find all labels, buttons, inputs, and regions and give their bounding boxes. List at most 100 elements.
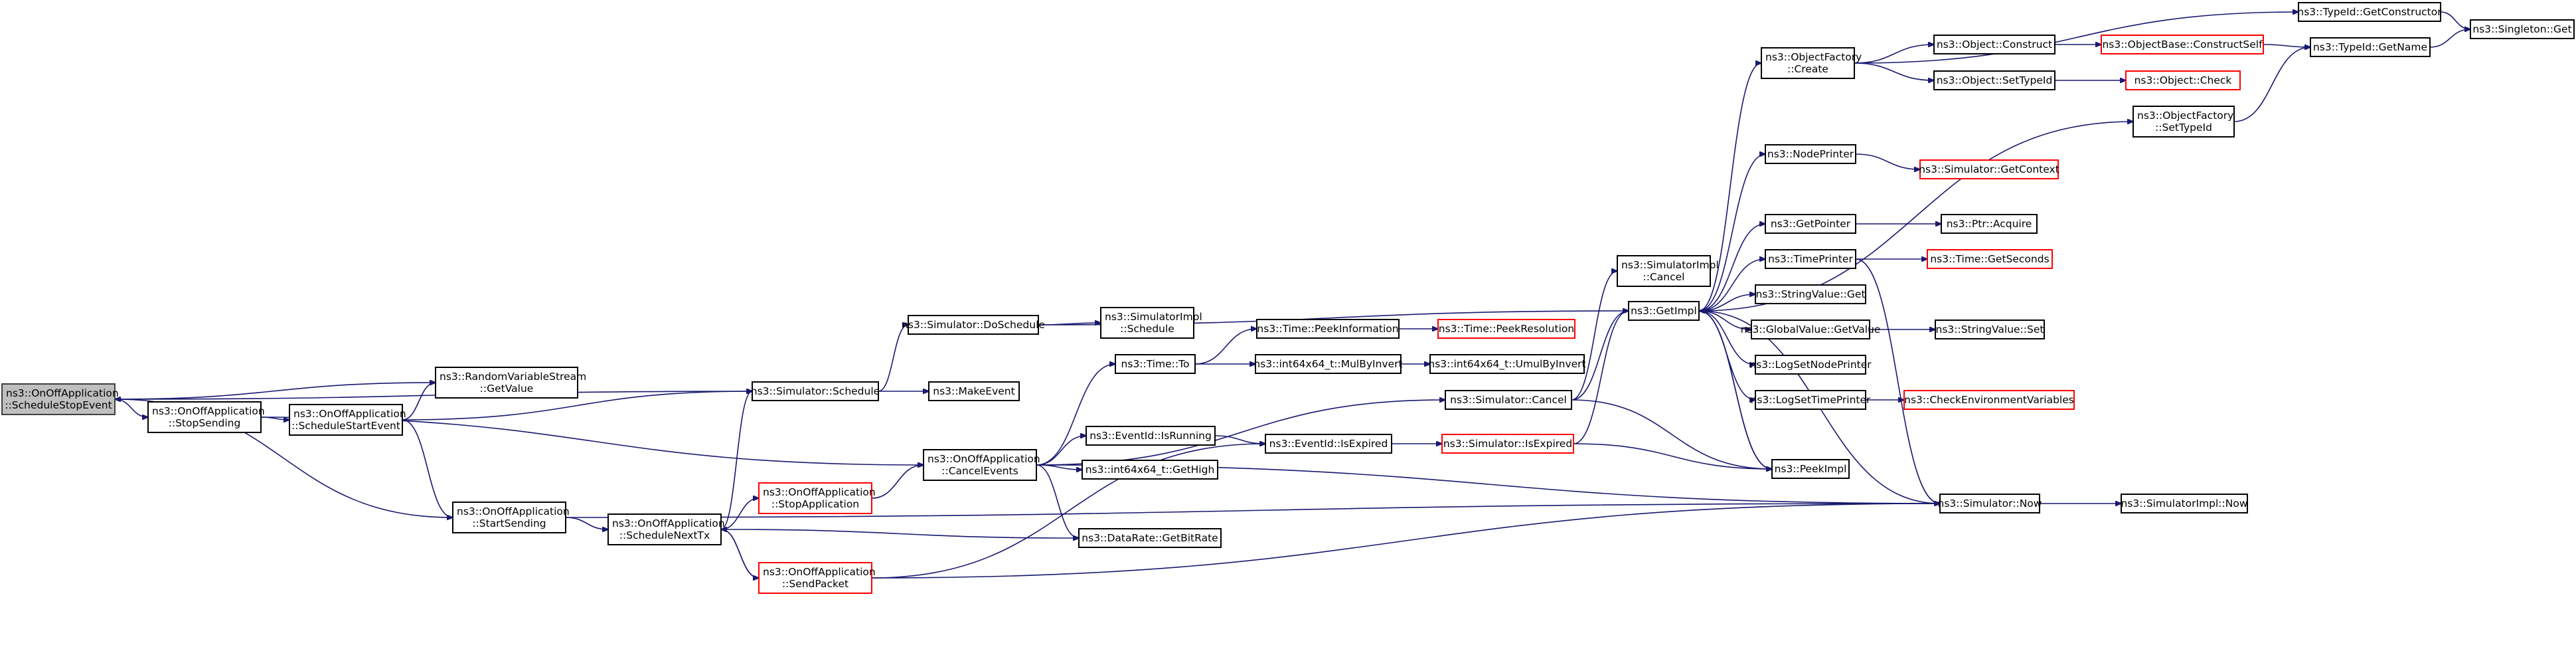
node-time-to[interactable]: ns3::Time::To bbox=[1115, 354, 1196, 374]
node-singleton-get[interactable]: ns3::Singleton::Get bbox=[2470, 19, 2575, 39]
node-sim-isexpired[interactable]: ns3::Simulator::IsExpired bbox=[1441, 434, 1574, 454]
node-onoff-stopapplication[interactable]: ns3::OnOffApplication::StopApplication bbox=[758, 482, 876, 514]
node-onoff-schedulestartevent[interactable]: ns3::OnOffApplication::ScheduleStartEven… bbox=[289, 404, 406, 436]
node-eventid-isrunning[interactable]: ns3::EventId::IsRunning bbox=[1086, 426, 1216, 446]
node-sim-doschedule[interactable]: ns3::Simulator::DoSchedule bbox=[902, 315, 1045, 335]
node-stringvalue-set[interactable]: ns3::StringValue::Set bbox=[1935, 320, 2045, 339]
node-box[interactable] bbox=[1755, 355, 1866, 375]
node-box[interactable] bbox=[2298, 2, 2441, 22]
node-box[interactable] bbox=[1078, 528, 1222, 548]
node-onoff-schedulestopevent[interactable]: ns3::OnOffApplication::ScheduleStopEvent bbox=[1, 383, 119, 415]
node-box[interactable] bbox=[1941, 214, 2038, 234]
node-datarate-getbitrate[interactable]: ns3::DataRate::GetBitRate bbox=[1078, 528, 1222, 548]
node-box[interactable] bbox=[1765, 249, 1856, 269]
node-box[interactable] bbox=[2125, 70, 2241, 90]
node-box[interactable] bbox=[1445, 390, 1572, 410]
node-box[interactable] bbox=[2310, 37, 2431, 57]
node-box[interactable] bbox=[1751, 320, 1870, 339]
node-int64-umulbyinvert[interactable]: ns3::int64x64_t::UmulByInvert bbox=[1428, 354, 1586, 374]
node-objectfactory-settypeid[interactable]: ns3::ObjectFactory::SetTypeId bbox=[2133, 106, 2235, 138]
node-getimpl[interactable]: ns3::GetImpl bbox=[1628, 301, 1700, 321]
node-box[interactable] bbox=[1115, 354, 1196, 374]
node-box[interactable] bbox=[1437, 319, 1575, 339]
node-box[interactable] bbox=[923, 449, 1037, 481]
node-typeid-getconstructor[interactable]: ns3::TypeId::GetConstructor bbox=[2297, 2, 2442, 22]
node-getpointer[interactable]: ns3::GetPointer bbox=[1765, 214, 1856, 234]
node-box[interactable] bbox=[1765, 144, 1856, 164]
node-globalvalue-getvalue[interactable]: ns3::GlobalValue::GetValue bbox=[1741, 320, 1881, 339]
node-box[interactable] bbox=[2101, 35, 2264, 54]
node-box[interactable] bbox=[1265, 434, 1392, 454]
node-box[interactable] bbox=[1255, 354, 1402, 374]
node-box[interactable] bbox=[1755, 390, 1866, 410]
node-nodeprinter[interactable]: ns3::NodePrinter bbox=[1765, 144, 1856, 164]
node-logsettimeprinter[interactable]: ns3::LogSetTimePrinter bbox=[1751, 390, 1871, 410]
node-box[interactable] bbox=[1100, 307, 1194, 339]
node-box[interactable] bbox=[1933, 35, 2055, 54]
node-checkenvironmentvariables[interactable]: ns3::CheckEnvironmentVariables bbox=[1903, 390, 2075, 410]
node-simimpl-cancel[interactable]: ns3::SimulatorImpl::Cancel bbox=[1617, 255, 1719, 287]
node-box[interactable] bbox=[1755, 284, 1866, 304]
node-time-peekinformation[interactable]: ns3::Time::PeekInformation bbox=[1256, 319, 1400, 339]
node-box[interactable] bbox=[1441, 434, 1574, 454]
node-ptr-acquire[interactable]: ns3::Ptr::Acquire bbox=[1941, 214, 2038, 234]
node-onoff-cancelevents[interactable]: ns3::OnOffApplication::CancelEvents bbox=[923, 449, 1040, 481]
node-sim-schedule[interactable]: ns3::Simulator::Schedule bbox=[751, 381, 880, 401]
node-time-peekresolution[interactable]: ns3::Time::PeekResolution bbox=[1437, 319, 1575, 339]
node-object-check[interactable]: ns3::Object::Check bbox=[2125, 70, 2241, 90]
node-box[interactable] bbox=[289, 404, 403, 436]
node-box[interactable] bbox=[908, 315, 1039, 335]
node-box[interactable] bbox=[2133, 106, 2235, 138]
node-box[interactable] bbox=[2121, 494, 2248, 513]
node-box[interactable] bbox=[452, 502, 566, 533]
node-box[interactable] bbox=[1935, 320, 2045, 339]
node-box[interactable] bbox=[1617, 255, 1711, 287]
node-box[interactable] bbox=[2470, 19, 2575, 39]
node-int64-gethigh[interactable]: ns3::int64x64_t::GetHigh bbox=[1082, 460, 1218, 480]
node-onoff-startsending[interactable]: ns3::OnOffApplication::StartSending bbox=[452, 502, 570, 533]
node-box[interactable] bbox=[1927, 249, 2053, 269]
node-box[interactable] bbox=[435, 367, 578, 399]
node-box[interactable] bbox=[1628, 301, 1700, 321]
node-box[interactable] bbox=[1256, 319, 1400, 339]
node-timeprinter[interactable]: ns3::TimePrinter bbox=[1765, 249, 1856, 269]
node-box[interactable] bbox=[928, 381, 1020, 401]
node-box[interactable] bbox=[1, 383, 116, 415]
node-box[interactable] bbox=[147, 401, 262, 433]
node-object-construct[interactable]: ns3::Object::Construct bbox=[1933, 35, 2055, 54]
node-box[interactable] bbox=[1933, 70, 2055, 90]
node-eventid-isexpired[interactable]: ns3::EventId::IsExpired bbox=[1265, 434, 1392, 454]
node-box[interactable] bbox=[1086, 426, 1216, 446]
node-sim-getcontext[interactable]: ns3::Simulator::GetContext bbox=[1919, 159, 2059, 179]
node-simimpl-schedule[interactable]: ns3::SimulatorImpl::Schedule bbox=[1100, 307, 1202, 339]
node-typeid-getname[interactable]: ns3::TypeId::GetName bbox=[2310, 37, 2431, 57]
node-time-getseconds[interactable]: ns3::Time::GetSeconds bbox=[1927, 249, 2053, 269]
node-makeevent[interactable]: ns3::MakeEvent bbox=[928, 381, 1020, 401]
node-onoff-stopsending[interactable]: ns3::OnOffApplication::StopSending bbox=[147, 401, 265, 433]
node-objectfactory-create[interactable]: ns3::ObjectFactory::Create bbox=[1761, 47, 1862, 79]
node-box[interactable] bbox=[607, 513, 722, 545]
node-box[interactable] bbox=[758, 562, 872, 594]
node-box[interactable] bbox=[1429, 354, 1585, 374]
node-box[interactable] bbox=[758, 482, 872, 514]
node-box[interactable] bbox=[1765, 214, 1856, 234]
node-sim-cancel[interactable]: ns3::Simulator::Cancel bbox=[1445, 390, 1572, 410]
node-simimpl-now[interactable]: ns3::SimulatorImpl::Now bbox=[2121, 494, 2248, 513]
node-box[interactable] bbox=[752, 381, 879, 401]
node-peekimpl[interactable]: ns3::PeekImpl bbox=[1771, 459, 1850, 479]
node-stringvalue-get[interactable]: ns3::StringValue::Get bbox=[1755, 284, 1866, 304]
node-box[interactable] bbox=[1903, 390, 2075, 410]
node-box[interactable] bbox=[1919, 159, 2059, 179]
node-random-getvalue[interactable]: ns3::RandomVariableStream::GetValue bbox=[435, 367, 586, 399]
node-onoff-sendpacket[interactable]: ns3::OnOffApplication::SendPacket bbox=[758, 562, 876, 594]
node-box[interactable] bbox=[1771, 459, 1850, 479]
node-onoff-schedulenexttx[interactable]: ns3::OnOffApplication::ScheduleNextTx bbox=[607, 513, 725, 545]
node-box[interactable] bbox=[1939, 494, 2040, 513]
node-objectbase-constructself[interactable]: ns3::ObjectBase::ConstructSelf bbox=[2101, 35, 2264, 54]
node-sim-now[interactable]: ns3::Simulator::Now bbox=[1938, 494, 2042, 513]
node-int64-mulbyinvert[interactable]: ns3::int64x64_t::MulByInvert bbox=[1253, 354, 1403, 374]
node-object-settypeid[interactable]: ns3::Object::SetTypeId bbox=[1933, 70, 2055, 90]
node-box[interactable] bbox=[1082, 460, 1218, 480]
node-logsetnodeprinter[interactable]: ns3::LogSetNodePrinter bbox=[1749, 355, 1872, 375]
node-box[interactable] bbox=[1761, 47, 1855, 79]
